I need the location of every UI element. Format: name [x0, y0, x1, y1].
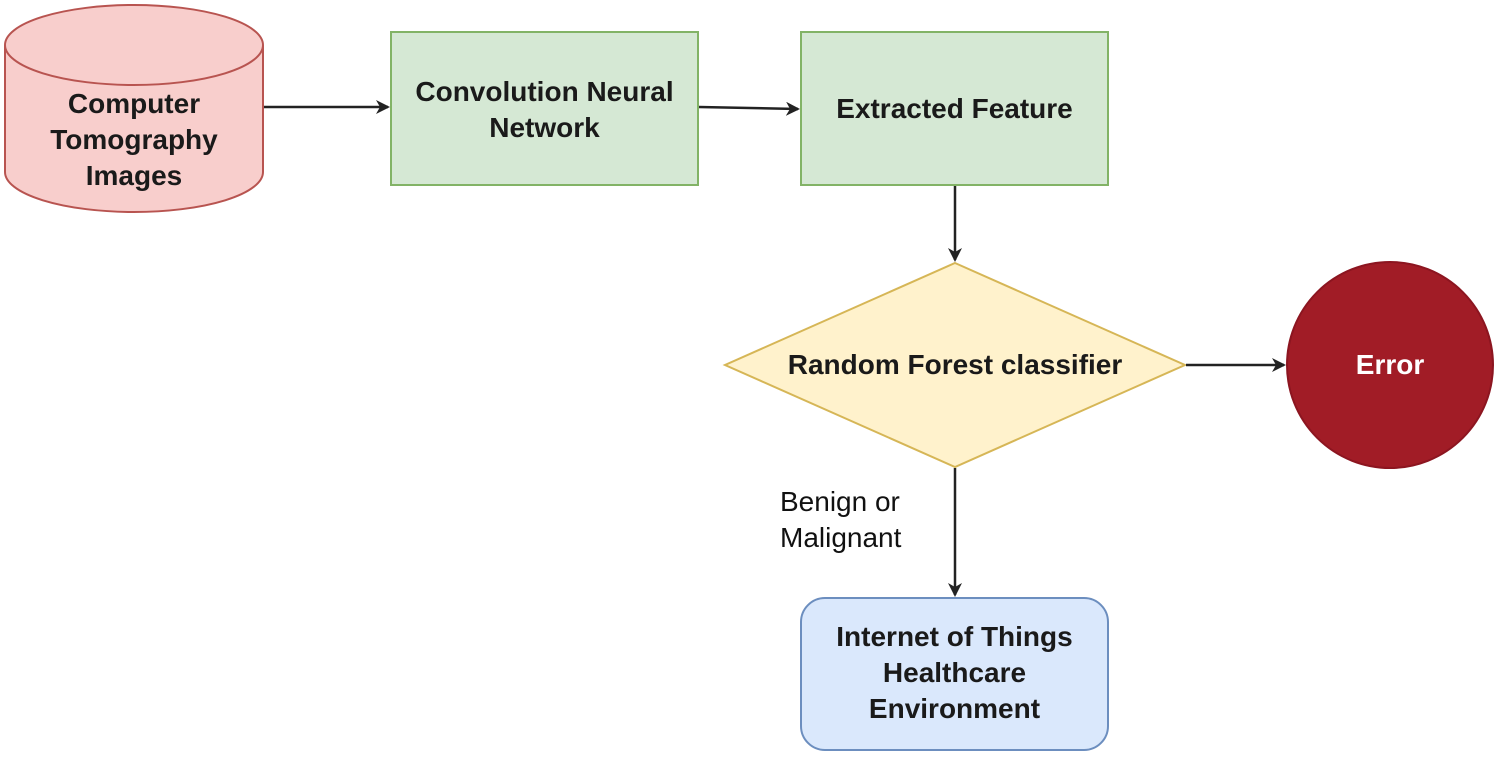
extracted-feature-label: Extracted Feature — [836, 93, 1073, 124]
error-terminal-circle — [1286, 261, 1494, 469]
classifier-label: Random Forest classifier — [787, 349, 1123, 380]
edge-cnn-to-extracted — [698, 101, 800, 116]
iot-environment-box — [800, 597, 1109, 751]
ct-images-database — [4, 4, 264, 213]
extracted-feature-box — [800, 31, 1109, 186]
cnn-process-box — [390, 31, 699, 186]
ct-images-cylinder-body — [4, 45, 264, 213]
ct-images-cylinder-top — [4, 4, 264, 86]
benign-or-malignant-label: Benign or Malignant — [780, 486, 902, 553]
ct-images-label: Computer Tomography Images — [50, 88, 218, 191]
error-label: Error — [1355, 349, 1425, 380]
cnn-label: Convolution Neural Network — [415, 76, 674, 143]
classifier-decision-diamond — [722, 261, 1188, 469]
iot-environment-label: Internet of Things Healthcare Environmen… — [836, 621, 1073, 724]
